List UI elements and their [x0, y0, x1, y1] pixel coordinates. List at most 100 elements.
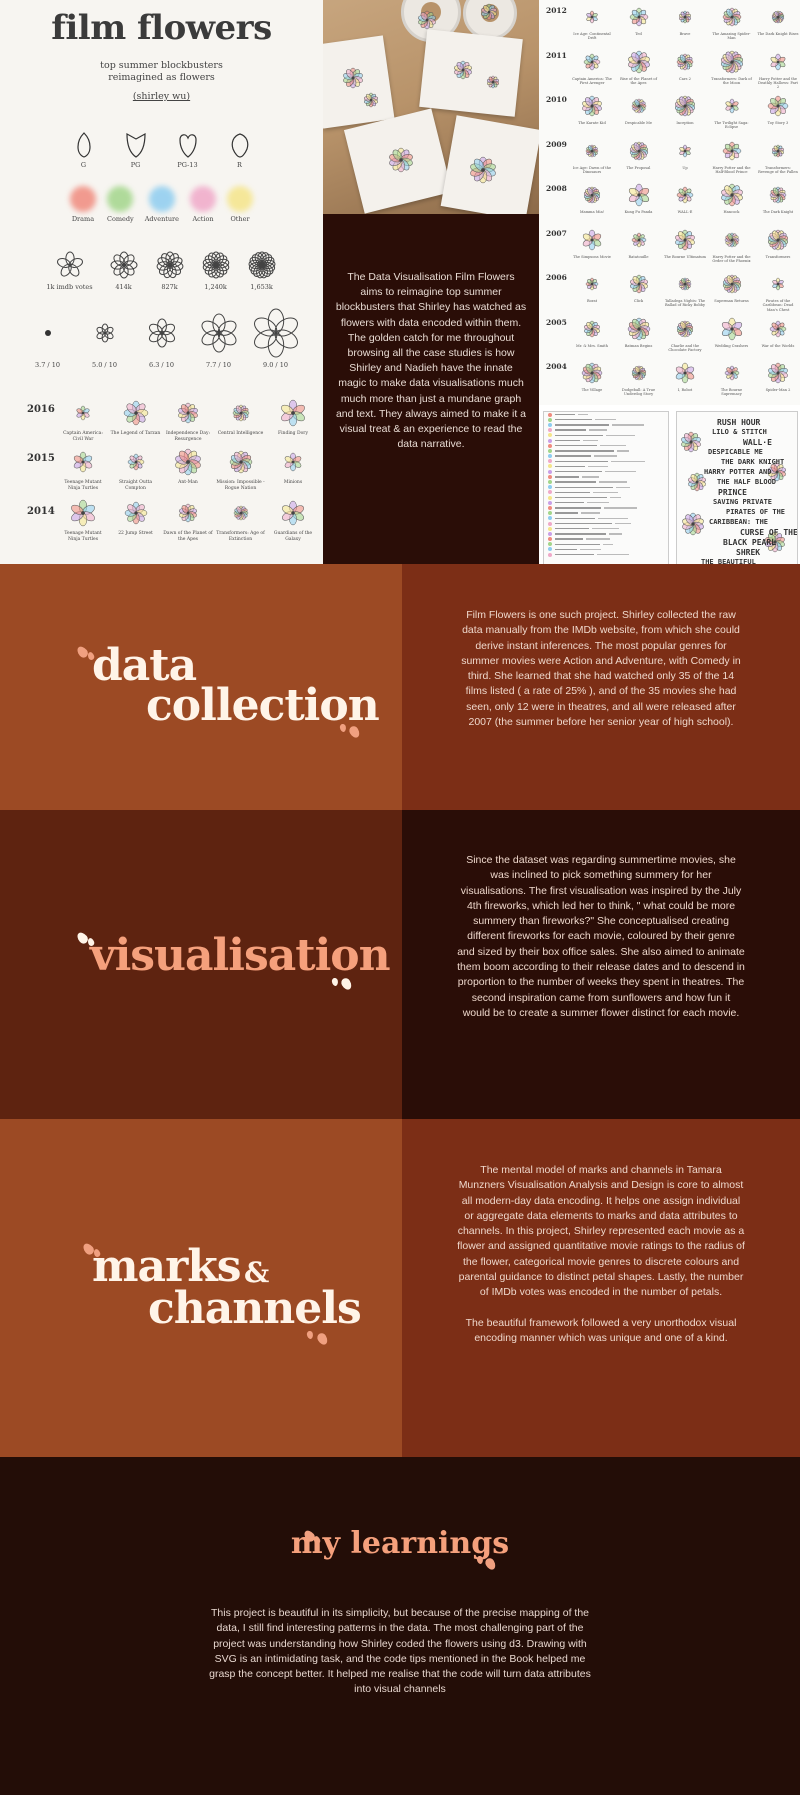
chart-film-flower[interactable]: Cars 2: [664, 49, 706, 90]
chart-film-name: Dodgeball: A True Underdog Story: [621, 388, 656, 397]
chart-film-flower[interactable]: Spider-Man 2: [757, 360, 799, 397]
chart-film-flower[interactable]: Rise of the Planet of the Apes: [618, 49, 660, 90]
chart-film-flower[interactable]: Transformers: Revenge of the Fallen: [757, 138, 799, 175]
chart-film-flower[interactable]: Ice Age: Dawn of the Dinosaurs: [571, 138, 613, 175]
handwritten-title: THE DARK KNIGHT: [721, 458, 785, 466]
genre-action: Action: [190, 186, 217, 223]
chart-film-flower[interactable]: The Bourne Ultimatum: [664, 227, 706, 264]
flower-icon: [127, 453, 144, 471]
flower-size-icon: [44, 330, 51, 336]
poster-author-link[interactable]: (shirley wu): [132, 91, 191, 102]
chart-film-name: Hancock: [723, 210, 740, 214]
chart-film-flower[interactable]: Mr. & Mrs. Smith: [571, 316, 613, 353]
chart-film-flower[interactable]: Harry Potter and the Order of the Phoeni…: [711, 227, 753, 264]
year-label: 2016: [27, 404, 55, 415]
flower-icon: [282, 500, 304, 526]
chart-film-flower[interactable]: The Village: [571, 360, 613, 397]
chart-film-flower[interactable]: Brave: [664, 4, 706, 41]
intro-quote: The Data Visualisation Film Flowers aims…: [335, 271, 527, 451]
film-flower[interactable]: Guardians of the Galaxy: [268, 498, 318, 542]
marks-channels-paragraph-2: The beautiful framework followed a very …: [465, 1316, 737, 1344]
chart-film-flower[interactable]: Hancock: [711, 182, 753, 214]
film-flower[interactable]: Captain America: Civil War: [58, 398, 108, 442]
genre-swatch: [107, 186, 134, 212]
chart-film-flower[interactable]: Talladega Nights: The Ballad of Ricky Bo…: [664, 271, 706, 312]
chart-film-flower[interactable]: Ratatouille: [618, 227, 660, 264]
chart-film-flower[interactable]: Harry Potter and the Deathly Hallows: Pa…: [757, 49, 799, 90]
film-flower[interactable]: Teenage Mutant Ninja Turtles: [58, 498, 108, 542]
chart-film-flower[interactable]: Dodgeball: A True Underdog Story: [618, 360, 660, 397]
film-flower[interactable]: Transformers: Age of Extinction: [216, 498, 266, 542]
chart-year-row: Captain America: The First Avenger Rise o…: [571, 49, 799, 90]
chart-film-flower[interactable]: Despicable Me: [618, 93, 660, 130]
chart-film-flower[interactable]: Harry Potter and the Half-Blood Prince: [711, 138, 753, 175]
film-flower[interactable]: Central Intelligence: [216, 398, 266, 442]
chart-film-flower[interactable]: The Dark Knight: [757, 182, 799, 214]
chart-film-flower[interactable]: The Dark Knight Rises: [757, 4, 799, 41]
chart-year-label: 2012: [546, 6, 567, 15]
flower-icon: [676, 53, 694, 70]
chart-film-flower[interactable]: Mamma Mia!: [571, 182, 613, 214]
film-flower[interactable]: Minions: [268, 447, 318, 491]
chart-film-flower[interactable]: Toy Story 3: [757, 93, 799, 130]
flower-icon: [232, 404, 249, 422]
list-item: [544, 428, 668, 433]
chart-film-flower[interactable]: The Bourne Supremacy: [711, 360, 753, 397]
chart-film-name: Ice Age: Continental Drift: [573, 32, 611, 41]
section-marks-channels: marks & channels The mental model of mar…: [0, 1119, 800, 1457]
flower-icon: [769, 186, 787, 204]
chart-film-name: Harry Potter and the Order of the Phoeni…: [712, 254, 751, 263]
chart-film-flower[interactable]: The Amazing Spider-Man: [711, 4, 753, 41]
chart-film-flower[interactable]: Up: [664, 138, 706, 175]
chart-film-name: Click: [633, 299, 644, 303]
chart-film-flower[interactable]: The Karate Kid: [571, 93, 613, 130]
chart-film-flower[interactable]: Superman Returns: [711, 271, 753, 312]
chart-film-flower[interactable]: Transformers: [757, 227, 799, 264]
chart-film-name: Inception: [676, 121, 694, 125]
chart-film-flower[interactable]: Batman Begins: [618, 316, 660, 353]
chart-film-flower[interactable]: Borat: [571, 271, 613, 312]
chart-film-flower[interactable]: Pirates of the Caribbean: Dead Man's Che…: [757, 271, 799, 312]
film-flower[interactable]: Independence Day: Resurgence: [163, 398, 213, 442]
film-flower[interactable]: 22 Jump Street: [111, 498, 161, 542]
chart-film-name: Despicable Me: [625, 121, 652, 125]
flower-icon: [720, 50, 743, 73]
chart-film-flower[interactable]: Click: [618, 271, 660, 312]
handwritten-title: DESPICABLE ME: [708, 448, 763, 456]
data-collection-title-line1: data: [92, 640, 197, 691]
chart-film-flower[interactable]: The Twilight Saga: Eclipse: [711, 93, 753, 130]
film-flower[interactable]: Ant-Man: [163, 447, 213, 491]
chart-film-name: The Dark Knight Rises: [757, 32, 799, 36]
film-flower[interactable]: Finding Dory: [268, 398, 318, 442]
chart-film-name: Captain America: The First Avenger: [572, 76, 612, 85]
list-item: [544, 547, 668, 552]
chart-film-flower[interactable]: Ice Age: Continental Drift: [571, 4, 613, 41]
film-flower[interactable]: Straight Outta Compton: [111, 447, 161, 491]
chart-film-flower[interactable]: Captain America: The First Avenger: [571, 49, 613, 90]
film-name: Transformers: Age of Extinction: [216, 531, 265, 542]
chart-film-name: Transformers: [765, 254, 791, 259]
film-flower[interactable]: Dawn of the Planet of the Apes: [163, 498, 213, 542]
chart-film-flower[interactable]: Inception: [664, 93, 706, 130]
chart-film-flower[interactable]: Wedding Crashers: [711, 316, 753, 353]
flower-icon: [71, 499, 95, 527]
chart-film-flower[interactable]: The Simpsons Movie: [571, 227, 613, 264]
chart-film-flower[interactable]: The Proposal: [618, 138, 660, 175]
chart-film-flower[interactable]: WALL·E: [664, 182, 706, 214]
film-flower[interactable]: Mission: Impossible - Rogue Nation: [216, 447, 266, 491]
chart-film-flower[interactable]: Transformers: Dark of the Moon: [711, 49, 753, 90]
chart-film-flower[interactable]: I, Robot: [664, 360, 706, 397]
film-flower[interactable]: The Legend of Tarzan: [111, 398, 161, 442]
chart-film-flower[interactable]: Ted: [618, 4, 660, 41]
chart-film-name: The Village: [581, 388, 603, 392]
film-flower[interactable]: Teenage Mutant Ninja Turtles: [58, 447, 108, 491]
photo-flowers: [343, 3, 500, 184]
data-list-sketch: [543, 411, 669, 566]
chart-film-flower[interactable]: Charlie and the Chocolate Factory: [664, 316, 706, 353]
chart-film-name: Superman Returns: [714, 299, 749, 303]
list-item: [544, 474, 668, 479]
chart-film-flower[interactable]: War of the Worlds: [757, 316, 799, 353]
chart-film-flower[interactable]: Kung Fu Panda: [618, 182, 660, 214]
